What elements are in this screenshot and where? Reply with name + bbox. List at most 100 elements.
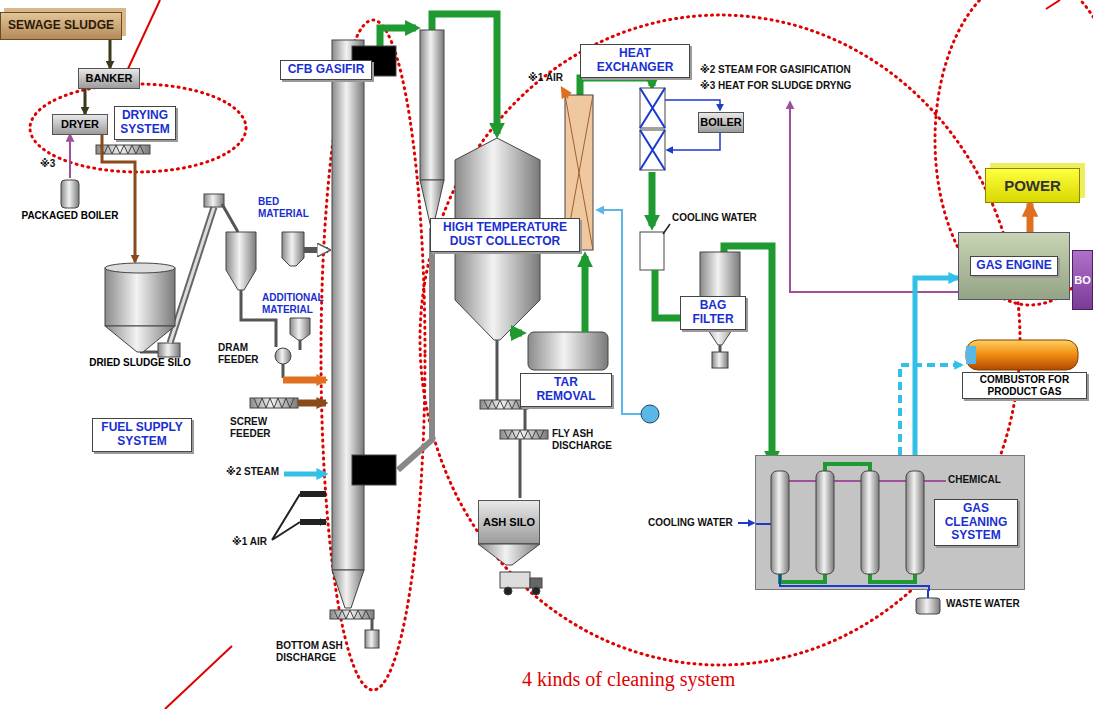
region-outline [30, 0, 1093, 690]
dust-collector [478, 544, 540, 565]
dust-collector [504, 587, 512, 595]
heat-exchanger [640, 232, 664, 270]
fuel-equipment [284, 472, 326, 477]
annotation-label: WASTE WATER [946, 598, 1020, 610]
fuel-equipment [170, 207, 214, 343]
node-text: DRIED SLUDGE SILO [89, 357, 191, 369]
annotation-label: FLY ASH DISCHARGE [552, 428, 610, 451]
node-text: HIGH TEMPERATURE DUST COLLECTOR [435, 221, 575, 249]
dust-collector [519, 439, 522, 498]
node-text: SEWAGE SLUDGE [8, 19, 114, 33]
dust-collector [510, 330, 522, 337]
flow-connector [900, 365, 962, 455]
node-text: HEAT EXCHANGER [585, 47, 685, 75]
heat-exchanger [927, 590, 929, 598]
dust-collector [524, 409, 527, 430]
dust-collector [532, 587, 540, 595]
gasifier [334, 610, 370, 619]
fuel-equipment [254, 398, 294, 408]
fuel-equipment [96, 145, 150, 154]
fuel-equipment [283, 377, 326, 384]
callout-line [1046, 0, 1060, 9]
annotation-label: ※3 HEAT FOR SLUDGE DRYNG [700, 80, 851, 92]
flow-connector [109, 40, 112, 68]
annotation-label: DRAM FEEDER [218, 342, 262, 365]
heat-exchanger [916, 598, 940, 614]
caption-note: 4 kinds of cleaning system [522, 668, 735, 691]
gasifier [330, 14, 497, 648]
fuel-equipment [226, 232, 256, 290]
ash-silo: ASH SILO [478, 500, 540, 544]
fuel-equipment [275, 348, 291, 364]
fuel-equipment [272, 494, 300, 540]
heat-exchanger [582, 256, 589, 332]
fuel-equipment [222, 204, 238, 232]
dust-collector [504, 430, 544, 439]
region-outline [30, 84, 246, 172]
node-text: ASH SILO [483, 516, 535, 529]
gasifier [352, 455, 396, 485]
fuel-equipment [300, 494, 326, 522]
input-box: SEWAGE SLUDGE [0, 12, 122, 40]
callout-line [165, 646, 232, 709]
node-text: BANKER [85, 72, 132, 85]
annotation-label: ※3 [40, 158, 55, 170]
flow-connector [1027, 203, 1034, 232]
boiler-symbol: PACKAGED BOILER [15, 178, 125, 222]
region-outline [321, 20, 425, 690]
fuel-equipment [299, 340, 302, 350]
node-text: POWER [1004, 177, 1061, 194]
heat-exchanger [665, 100, 720, 110]
node-text: DRYER [61, 118, 99, 131]
silo-symbol [105, 263, 175, 273]
fuel-equipment [100, 145, 144, 154]
system-label: DRYING SYSTEM [114, 106, 176, 140]
equipment-label: BAG FILTER [680, 296, 746, 330]
node-text: CFB GASIFIR [288, 63, 365, 77]
fuel-equipment [298, 400, 326, 407]
gasifier [398, 228, 432, 470]
fuel-equipment [96, 145, 328, 540]
heat-exchanger [719, 345, 722, 352]
silo-symbol [85, 262, 195, 357]
gasifier [380, 28, 416, 46]
engine-box: GAS ENGINE [958, 232, 1070, 300]
node-text: GAS ENGINE [970, 256, 1058, 276]
system-label: HIGH TEMPERATURE DUST COLLECTOR [430, 218, 580, 252]
node-text: COMBUSTOR FOR PRODUCT GAS [962, 372, 1087, 399]
dust-collector [500, 572, 530, 588]
cleaning-box [906, 471, 924, 574]
node-text: TAR REMOVAL [525, 376, 607, 404]
cleaning-box [816, 471, 834, 574]
dryer-box: DRYER [52, 114, 108, 135]
combustor-symbol: COMBUSTOR FOR PRODUCT GAS [962, 338, 1087, 399]
heat-exchanger [712, 352, 728, 368]
silo-symbol [105, 268, 175, 326]
gasifier [365, 630, 379, 648]
gasifier [420, 30, 444, 180]
region-outline [935, 0, 1093, 305]
node-text: FUEL SUPPLY SYSTEM [97, 421, 187, 449]
node-text: BAG FILTER [685, 299, 741, 327]
gasifier [332, 40, 364, 570]
heat-exchanger [667, 132, 720, 150]
system-label: CFB GASIFIR [280, 60, 372, 80]
heat-exchanger [738, 522, 754, 524]
annotation-label: BED MATERIAL [258, 196, 310, 219]
flow-connector [69, 135, 71, 178]
boiler-box: BOILER [698, 112, 744, 133]
annotation-label: SCREW FEEDER [230, 416, 276, 439]
dust-collector [484, 400, 524, 409]
output-box: POWER [985, 168, 1080, 203]
flow-connector [102, 135, 135, 262]
annotation-label: ※2 STEAM FOR GASIFICATION [700, 64, 851, 76]
annotation-label: COOLING WATER [672, 212, 757, 224]
heat-exchanger [663, 224, 670, 234]
annotation-label: ※2 STEAM [226, 466, 279, 478]
node-text: PACKAGED BOILER [21, 210, 118, 222]
fuel-equipment [282, 232, 304, 266]
annotation-label: ※1 AIR [232, 536, 267, 548]
silo-symbol [105, 326, 175, 352]
cleaning-box [780, 574, 929, 591]
